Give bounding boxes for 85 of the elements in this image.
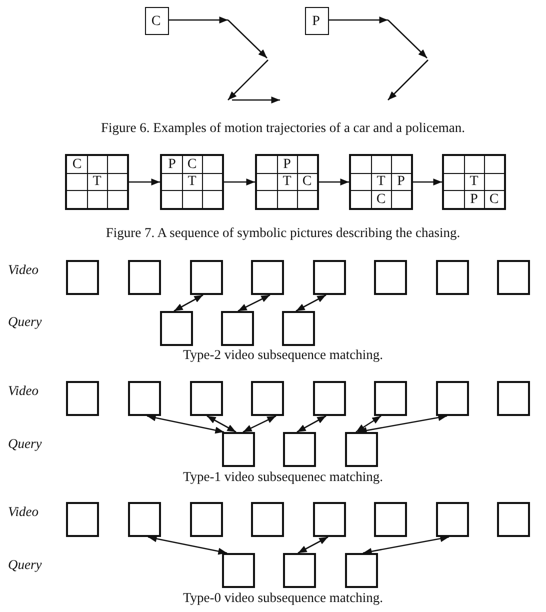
row-label: Video xyxy=(8,262,38,278)
symbolic-picture-grid xyxy=(442,154,506,210)
grid-letter: T xyxy=(92,174,102,190)
video-frame-box xyxy=(251,502,284,537)
matching-arrow xyxy=(358,414,448,434)
grid-letter: P xyxy=(469,192,479,208)
video-frame-box xyxy=(436,260,469,295)
matching-arrow xyxy=(206,415,236,433)
video-frame-box xyxy=(66,260,99,295)
query-frame-box xyxy=(160,311,193,346)
grid-letter: P xyxy=(167,157,177,173)
symbol-box xyxy=(305,7,329,35)
figure-caption: Type-2 video subsequence matching. xyxy=(183,347,383,363)
row-label: Query xyxy=(8,314,42,330)
video-frame-box xyxy=(436,502,469,537)
video-frame-box xyxy=(313,260,346,295)
matching-arrow xyxy=(298,536,328,554)
video-frame-box xyxy=(374,502,407,537)
query-frame-box xyxy=(222,553,255,588)
symbol-box xyxy=(145,7,169,35)
grid-letter: C xyxy=(71,157,83,173)
arrow xyxy=(169,16,228,24)
figure-caption: Figure 6. Examples of motion trajectories of a car and a policeman. xyxy=(101,120,465,136)
symbolic-picture-grid xyxy=(160,154,224,210)
grid-letter: C xyxy=(186,157,198,173)
arrow xyxy=(319,178,349,186)
grid-letter: P xyxy=(282,157,292,173)
symbolic-picture-grid xyxy=(255,154,319,210)
video-frame-box xyxy=(128,502,161,537)
row-label: Video xyxy=(8,383,38,399)
arrow xyxy=(329,16,388,24)
row-label: Query xyxy=(8,436,42,452)
grid-letter: T xyxy=(282,174,292,190)
symbolic-picture-grid xyxy=(65,154,129,210)
video-frame-box xyxy=(251,260,284,295)
video-frame-box xyxy=(128,260,161,295)
symbol-letter: P xyxy=(311,14,321,30)
grid-letter: C xyxy=(375,192,387,208)
video-frame-box xyxy=(66,381,99,416)
matching-arrow xyxy=(296,415,326,433)
video-frame-box xyxy=(251,381,284,416)
video-frame-box xyxy=(497,260,530,295)
video-frame-box xyxy=(190,502,223,537)
matching-arrow xyxy=(146,414,224,434)
arrow xyxy=(224,178,255,186)
query-frame-box xyxy=(283,432,316,467)
grid-letter: T xyxy=(186,174,198,190)
grid-letter: P xyxy=(396,174,406,190)
matching-arrow xyxy=(296,294,326,312)
matching-arrow xyxy=(148,535,228,555)
video-frame-box xyxy=(190,381,223,416)
video-frame-box xyxy=(497,502,530,537)
video-frame-box xyxy=(313,381,346,416)
row-label: Video xyxy=(8,504,38,520)
query-frame-box xyxy=(221,311,254,346)
symbolic-picture-grid xyxy=(349,154,413,210)
grid-letter: C xyxy=(301,174,313,190)
grid-letter: T xyxy=(468,174,480,190)
video-frame-box xyxy=(374,381,407,416)
video-frame-box xyxy=(313,502,346,537)
query-frame-box xyxy=(222,432,255,467)
video-frame-box xyxy=(128,381,161,416)
video-frame-box xyxy=(190,260,223,295)
arrow xyxy=(413,178,442,186)
video-frame-box xyxy=(374,260,407,295)
matching-arrow xyxy=(362,535,450,555)
matching-arrow xyxy=(174,294,204,312)
query-frame-box xyxy=(345,432,378,467)
matching-arrow xyxy=(242,415,276,433)
symbol-letter: C xyxy=(150,14,162,30)
query-frame-box xyxy=(283,553,316,588)
matching-arrow xyxy=(238,294,270,312)
query-frame-box xyxy=(282,311,315,346)
query-frame-box xyxy=(345,553,378,588)
figure-caption: Type-1 video subsequenec matching. xyxy=(183,469,383,485)
video-frame-box xyxy=(436,381,469,416)
matching-arrow xyxy=(356,415,382,433)
video-frame-box xyxy=(66,502,99,537)
arrow xyxy=(129,178,160,186)
video-frame-box xyxy=(497,381,530,416)
figure-caption: Figure 7. A sequence of symbolic pictures describing the chasing. xyxy=(106,225,460,241)
figure-caption: Type-0 video subsequence matching. xyxy=(183,590,383,606)
row-label: Query xyxy=(8,557,42,573)
grid-letter: T xyxy=(376,174,386,190)
grid-letter: C xyxy=(488,192,500,208)
